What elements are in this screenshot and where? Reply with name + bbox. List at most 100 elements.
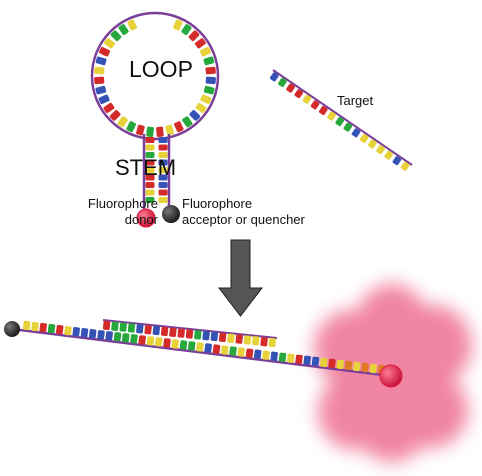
nucleotide-base [318,105,328,116]
nucleotide-base [158,174,168,181]
nucleotide-base [336,359,344,370]
nucleotide-base [94,66,105,75]
nucleotide-base [22,320,31,331]
nucleotide-base [136,124,145,136]
nucleotide-base [145,137,155,143]
nucleotide-base [146,126,154,137]
nucleotide-base [220,345,229,355]
nucleotide-base [156,126,164,137]
nucleotide-base [145,144,155,151]
stem-bases [145,137,168,203]
nucleotide-base [113,332,122,342]
nucleotide-base [111,321,119,331]
fluorescence-glow [314,284,472,462]
nucleotide-base [196,342,204,352]
duplex-bases [22,320,386,375]
nucleotide-base [152,325,160,336]
nucleotide-base [270,351,278,361]
nucleotide-base [361,362,369,373]
nucleotide-base [343,122,353,132]
nucleotide-base [229,346,237,356]
nucleotide-base [145,197,155,203]
nucleotide-base [268,337,276,348]
nucleotide-base [127,19,137,31]
nucleotide-base [400,161,410,171]
fluorophore-quencher-open [4,321,20,337]
nucleotide-base [204,343,212,353]
hairpin-beacon [90,11,220,228]
nucleotide-base [95,56,107,66]
nucleotide-base [130,334,138,344]
nucleotide-base [253,349,262,359]
donor-label-line2: donor [124,212,158,227]
nucleotide-base [351,128,361,138]
nucleotide-base [64,325,72,336]
nucleotide-base [392,156,402,166]
nucleotide-base [136,324,144,334]
nucleotide-base [174,121,184,133]
loop-label: LOOP [129,56,193,82]
nucleotide-base [88,328,97,339]
nucleotide-base [145,152,155,158]
nucleotide-base [227,333,235,343]
nucleotide-base [212,344,221,354]
nucleotide-base [158,159,168,166]
nucleotide-base [335,117,345,127]
nucleotide-base [105,331,113,341]
acceptor-label-line1: Fluorophore [182,196,253,211]
nucleotide-base [118,24,129,36]
nucleotide-base [55,324,64,335]
nucleotide-base [104,38,116,49]
fluorophore-acceptor-label: Fluorophore acceptor or quencher [182,196,305,228]
nucleotide-base [359,133,369,143]
nucleotide-base [188,30,200,42]
nucleotide-base [72,326,80,337]
nucleotide-base [110,30,122,42]
nucleotide-base [158,144,168,151]
nucleotide-base [99,46,110,57]
nucleotide-base [177,328,185,338]
loop-backbone [90,11,220,141]
loop-bases [94,19,216,137]
nucleotide-base [294,89,304,99]
nucleotide-base [117,116,128,128]
nucleotide-base [121,333,130,343]
nucleotide-base [278,77,287,88]
nucleotide-base [160,326,169,337]
nucleotide-base [352,361,361,372]
nucleotide-base [194,330,202,340]
nucleotide-base [200,94,212,105]
nucleotide-base [205,66,216,75]
nucleotide-base [138,335,146,345]
nucleotide-base [328,358,336,369]
fluorophore-donor-open [379,364,403,388]
nucleotide-base [252,336,260,346]
nucleotide-base [203,85,215,95]
nucleotide-base [126,121,136,133]
nucleotide-base [295,354,303,365]
nucleotide-base [344,360,353,371]
target-backbone [272,69,413,166]
nucleotide-base [303,355,311,366]
nucleotide-base [158,182,168,188]
nucleotide-base [103,102,115,113]
nucleotide-base [202,331,210,341]
nucleotide-base [286,83,295,93]
nucleotide-base [311,356,320,367]
nucleotide-base [165,124,174,136]
nucleotide-base [80,327,89,338]
nucleotide-base [369,363,377,374]
nucleotide-base [200,46,211,57]
nucleotide-base [218,332,227,343]
nucleotide-base [171,339,179,349]
nucleotide-base [145,174,155,181]
nucleotide-base [368,139,377,149]
down-arrow-icon [217,239,264,317]
nucleotide-base [262,350,270,360]
fluorophore-donor [136,208,156,228]
nucleotide-base [158,189,168,196]
nucleotide-base [286,353,295,364]
nucleotide-base [179,340,188,350]
nucleotide-base [47,323,56,334]
